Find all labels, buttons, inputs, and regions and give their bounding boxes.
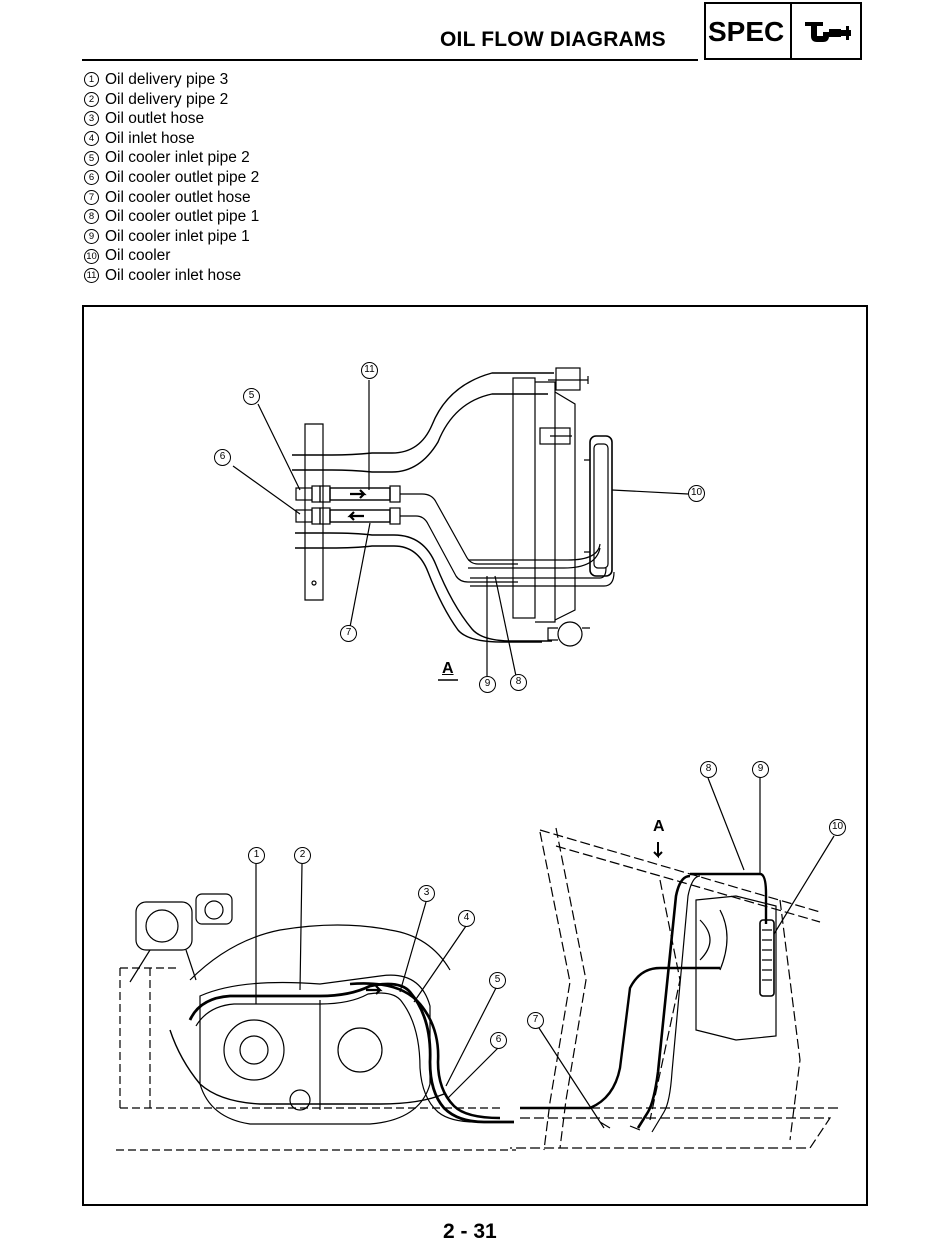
legend-item: 8 Oil cooler outlet pipe 1 [82, 207, 259, 227]
legend-item: 6 Oil cooler outlet pipe 2 [82, 168, 259, 188]
legend-item: 5 Oil cooler inlet pipe 2 [82, 148, 259, 168]
callout-8: 8 [510, 674, 527, 691]
legend-number: 8 [84, 209, 99, 225]
legend-label: Oil cooler outlet hose [105, 188, 251, 206]
legend-label: Oil delivery pipe 2 [105, 90, 229, 108]
legend-number: 1 [84, 72, 99, 88]
upper-view-drawing [232, 367, 689, 681]
legend-label: Oil cooler inlet pipe 2 [105, 149, 250, 167]
callout-6: 6 [214, 449, 231, 466]
legend-label: Oil cooler outlet pipe 1 [105, 208, 260, 226]
callout-4: 4 [458, 910, 475, 927]
legend-label: Oil inlet hose [105, 129, 195, 147]
callout-10: 10 [829, 819, 846, 836]
legend-item: 11 Oil cooler inlet hose [82, 266, 259, 286]
legend-label: Oil cooler inlet pipe 1 [105, 227, 250, 245]
oil-can-icon [805, 22, 851, 42]
legend-label: Oil delivery pipe 3 [105, 71, 229, 88]
lower-left-engine-drawing [116, 863, 516, 1151]
legend-number: 4 [84, 131, 99, 147]
lower-right-frame-drawing [510, 777, 840, 1151]
callout-5: 5 [489, 972, 506, 989]
figure-frame [82, 305, 868, 1206]
legend-item: 1 Oil delivery pipe 3 [82, 70, 259, 90]
callout-10: 10 [688, 485, 705, 502]
legend-label: Oil cooler [105, 247, 171, 265]
view-a-label: A [442, 660, 454, 677]
page-title: OIL FLOW DIAGRAMS [440, 28, 666, 51]
callout-9: 9 [479, 676, 496, 693]
legend-item: 3 Oil outlet hose [82, 109, 259, 129]
page-number: 2 - 31 [443, 1220, 497, 1243]
callout-7: 7 [340, 625, 357, 642]
section-badge: SPEC [704, 2, 862, 60]
legend-label: Oil outlet hose [105, 110, 205, 128]
legend-number: 2 [84, 91, 99, 107]
legend-item: 4 Oil inlet hose [82, 129, 259, 149]
callout-7: 7 [527, 1012, 544, 1029]
callout-1: 1 [248, 847, 265, 864]
callout-11: 11 [361, 362, 378, 379]
callout-8: 8 [700, 761, 717, 778]
callout-2: 2 [294, 847, 311, 864]
callout-5: 5 [243, 388, 260, 405]
legend-number: 10 [84, 248, 99, 264]
legend-number: 5 [84, 150, 99, 166]
legend-item: 7 Oil cooler outlet hose [82, 188, 259, 208]
callout-9: 9 [752, 761, 769, 778]
view-a-arrow-label: A [653, 818, 665, 835]
legend-number: 6 [84, 170, 99, 186]
badge-divider [790, 4, 792, 58]
legend-number: 7 [84, 189, 99, 205]
legend-number: 9 [84, 229, 99, 245]
legend-item: 9 Oil cooler inlet pipe 1 [82, 227, 259, 247]
callout-6: 6 [490, 1032, 507, 1049]
parts-legend: 1 Oil delivery pipe 3 2 Oil delivery pipe … [82, 70, 259, 286]
legend-label: Oil cooler outlet pipe 2 [105, 168, 260, 186]
title-rule [82, 59, 698, 61]
legend-item: 10 Oil cooler [82, 246, 259, 266]
legend-number: 11 [84, 268, 99, 284]
legend-number: 3 [84, 111, 99, 127]
section-badge-label: SPEC [708, 16, 785, 47]
legend-label: Oil cooler inlet hose [105, 266, 242, 284]
callout-3: 3 [418, 885, 435, 902]
legend-item: 2 Oil delivery pipe 2 [82, 90, 259, 110]
